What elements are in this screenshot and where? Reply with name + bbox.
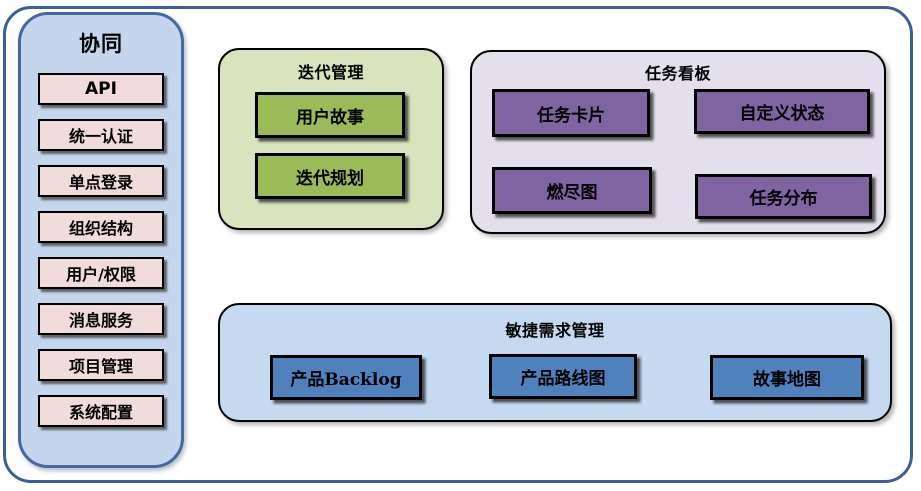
sidebar-item-label: 系统配置 (68, 403, 133, 422)
sidebar-item-list: API 统一认证 单点登录 组织结构 用户/权限 消息服务 项目管理 系统配置 (38, 73, 164, 427)
group-title-task-kanban: 任务看板 (644, 64, 711, 83)
node-user-story: 用户故事 (255, 92, 405, 138)
group-title-agile-requirement-management: 敏捷需求管理 (505, 321, 605, 340)
node-task-distribution: 任务分布 (695, 174, 872, 219)
sidebar-item-message-service: 消息服务 (38, 303, 164, 335)
sidebar-item-project-management: 项目管理 (38, 349, 164, 381)
sidebar-item-label: 消息服务 (68, 311, 133, 330)
sidebar-title: 协同 (79, 32, 123, 56)
sidebar-item-label: API (85, 79, 117, 99)
group-task-kanban: 任务看板 任务卡片 自定义状态 燃尽图 任务分布 (470, 50, 886, 234)
sidebar-item-user-permission: 用户/权限 (38, 257, 164, 289)
node-label: 任务卡片 (537, 105, 605, 126)
node-label: 任务分布 (749, 189, 818, 209)
sidebar-item-org-structure: 组织结构 (38, 211, 164, 243)
sidebar-item-single-sign-on: 单点登录 (38, 165, 164, 197)
node-product-backlog: 产品Backlog (270, 355, 422, 400)
node-iteration-planning: 迭代规划 (255, 153, 405, 199)
node-task-card: 任务卡片 (492, 89, 650, 137)
sidebar-collaboration-group: 协同 API 统一认证 单点登录 组织结构 用户/权限 消息服务 项目管理 系统… (18, 12, 184, 468)
node-label: 产品Backlog (290, 370, 402, 390)
sidebar-item-unified-auth: 统一认证 (38, 119, 164, 151)
node-label: 燃尽图 (546, 183, 598, 203)
node-story-map: 故事地图 (710, 355, 864, 400)
node-label: 故事地图 (753, 370, 821, 390)
sidebar-item-label: 用户/权限 (66, 265, 136, 284)
group-title-iteration-management: 迭代管理 (297, 63, 364, 82)
sidebar-item-api: API (38, 73, 164, 105)
node-label: 产品路线图 (520, 369, 606, 389)
sidebar-item-label: 统一认证 (68, 127, 133, 146)
node-burndown-chart: 燃尽图 (492, 167, 652, 214)
sidebar-item-label: 项目管理 (68, 357, 133, 376)
sidebar-item-label: 单点登录 (68, 173, 133, 192)
group-agile-requirement-management: 敏捷需求管理 产品Backlog 产品路线图 故事地图 (218, 303, 892, 422)
node-label: 用户故事 (296, 107, 364, 128)
sidebar-item-system-config: 系统配置 (38, 395, 164, 427)
node-label: 迭代规划 (296, 168, 364, 189)
node-product-roadmap: 产品路线图 (489, 354, 637, 399)
node-custom-status: 自定义状态 (694, 89, 870, 134)
sidebar-item-label: 组织结构 (68, 219, 133, 238)
group-iteration-management: 迭代管理 用户故事 迭代规划 (218, 48, 444, 230)
node-label: 自定义状态 (739, 104, 825, 124)
